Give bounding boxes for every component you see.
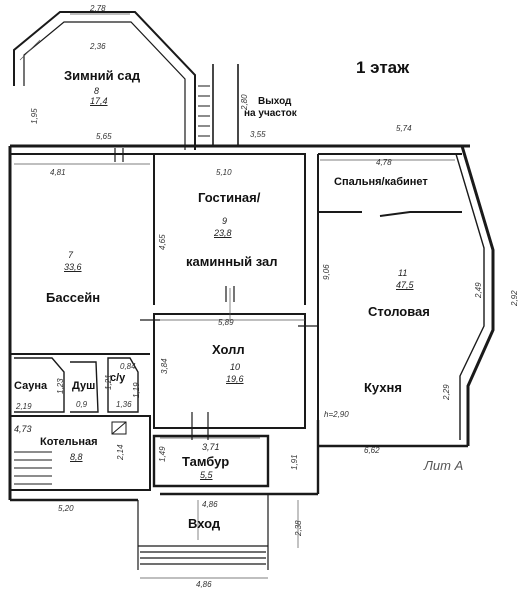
dim-label: 1,19 [132, 382, 141, 398]
dim-label: 4,86 [202, 500, 218, 509]
shower-name: Душ [72, 380, 96, 392]
entrance-porch [137, 494, 269, 570]
winter-garden-name: Зимний сад [64, 68, 141, 83]
dim-label: 2,14 [116, 444, 125, 460]
dim-label: 0,9 [76, 400, 88, 409]
dim-label: 2,80 [240, 94, 249, 110]
bedroom-name: Спальня/кабинет [334, 176, 428, 188]
floor-title: 1 этаж [356, 58, 410, 77]
boiler-walls [10, 415, 151, 491]
vestibule-area: 5,5 [200, 470, 213, 480]
dim-label: 4,65 [158, 234, 167, 250]
living-name2: каминный зал [186, 254, 278, 269]
dim-label: 2,38 [294, 520, 303, 536]
dim-label: h=2,90 [324, 410, 349, 419]
dining-area: 47,5 [396, 280, 414, 290]
pool-area: 33,6 [64, 262, 82, 272]
wc-name: с/у [110, 372, 126, 384]
winter-garden-number: 8 [94, 86, 100, 96]
boiler-symbol [111, 421, 127, 435]
boiler-area: 8,8 [70, 452, 83, 462]
dim-label: 5,65 [96, 132, 112, 141]
boiler-dim: 4,73 [14, 424, 32, 434]
dim-label: 3,55 [250, 130, 266, 139]
exit-label-line2: на участок [244, 108, 297, 119]
sauna-walls [14, 357, 65, 413]
dim-label: 2,19 [16, 402, 32, 411]
dining-name: Столовая [368, 304, 430, 319]
sauna-name: Сауна [14, 380, 48, 392]
vestibule-walls [152, 434, 270, 488]
dim-label: 2,92 [510, 290, 519, 306]
dim-label: 1,23 [56, 378, 65, 394]
dining-number: 11 [398, 268, 408, 278]
bedroom-walls [317, 153, 462, 420]
pool-number: 7 [68, 250, 74, 260]
dining-bay-wall [460, 145, 495, 446]
hall-name: Холл [212, 342, 245, 357]
dim-label: 2,49 [474, 282, 483, 298]
dim-label: 1,49 [158, 446, 167, 462]
dim-label: 2,36 [90, 42, 106, 51]
dim-label: 4,86 [196, 580, 212, 589]
dim-label: 2,78 [90, 4, 106, 13]
living-area: 23,8 [214, 228, 232, 238]
dim-label: 4,81 [50, 168, 66, 177]
hall-number: 10 [230, 362, 241, 372]
hall-area: 19,6 [226, 374, 244, 384]
dim-label: 2,29 [442, 384, 451, 400]
lit-label: Лит А [424, 458, 464, 473]
pool-name: Бассейн [46, 290, 101, 305]
winter-garden-area: 17,4 [90, 96, 108, 106]
dim-label: 5,10 [216, 168, 232, 177]
living-number: 9 [222, 216, 228, 226]
dim-label: 0,84 [120, 362, 136, 371]
vestibule-dim: 3,71 [202, 442, 220, 452]
vestibule-name: Тамбур [182, 454, 230, 469]
dim-label: 4,78 [376, 158, 392, 167]
boiler-name: Котельная [40, 436, 98, 448]
exit-label-line1: Выход [258, 96, 292, 107]
wc-walls [107, 357, 139, 413]
entrance-name: Вход [188, 516, 221, 531]
dim-label: 5,74 [396, 124, 412, 133]
dim-label: 9,06 [322, 264, 331, 280]
dim-label: 6,62 [364, 446, 380, 455]
winter-garden-inner-wall [23, 21, 186, 150]
dim-label: 1,21 [104, 374, 113, 390]
kitchen-name: Кухня [364, 380, 402, 395]
dim-label: 5,89 [218, 318, 234, 327]
hall-walls [153, 313, 306, 429]
exit-corridor [212, 64, 239, 146]
winter-garden-walls [13, 11, 196, 150]
dim-label: 1,95 [30, 108, 39, 124]
dim-label: 3,84 [160, 358, 169, 374]
dim-label: 1,36 [116, 400, 132, 409]
dim-label: 1,91 [290, 454, 299, 470]
dim-label: 5,20 [58, 504, 74, 513]
living-name: Гостиная/ [198, 190, 261, 205]
shower-walls [70, 361, 99, 413]
